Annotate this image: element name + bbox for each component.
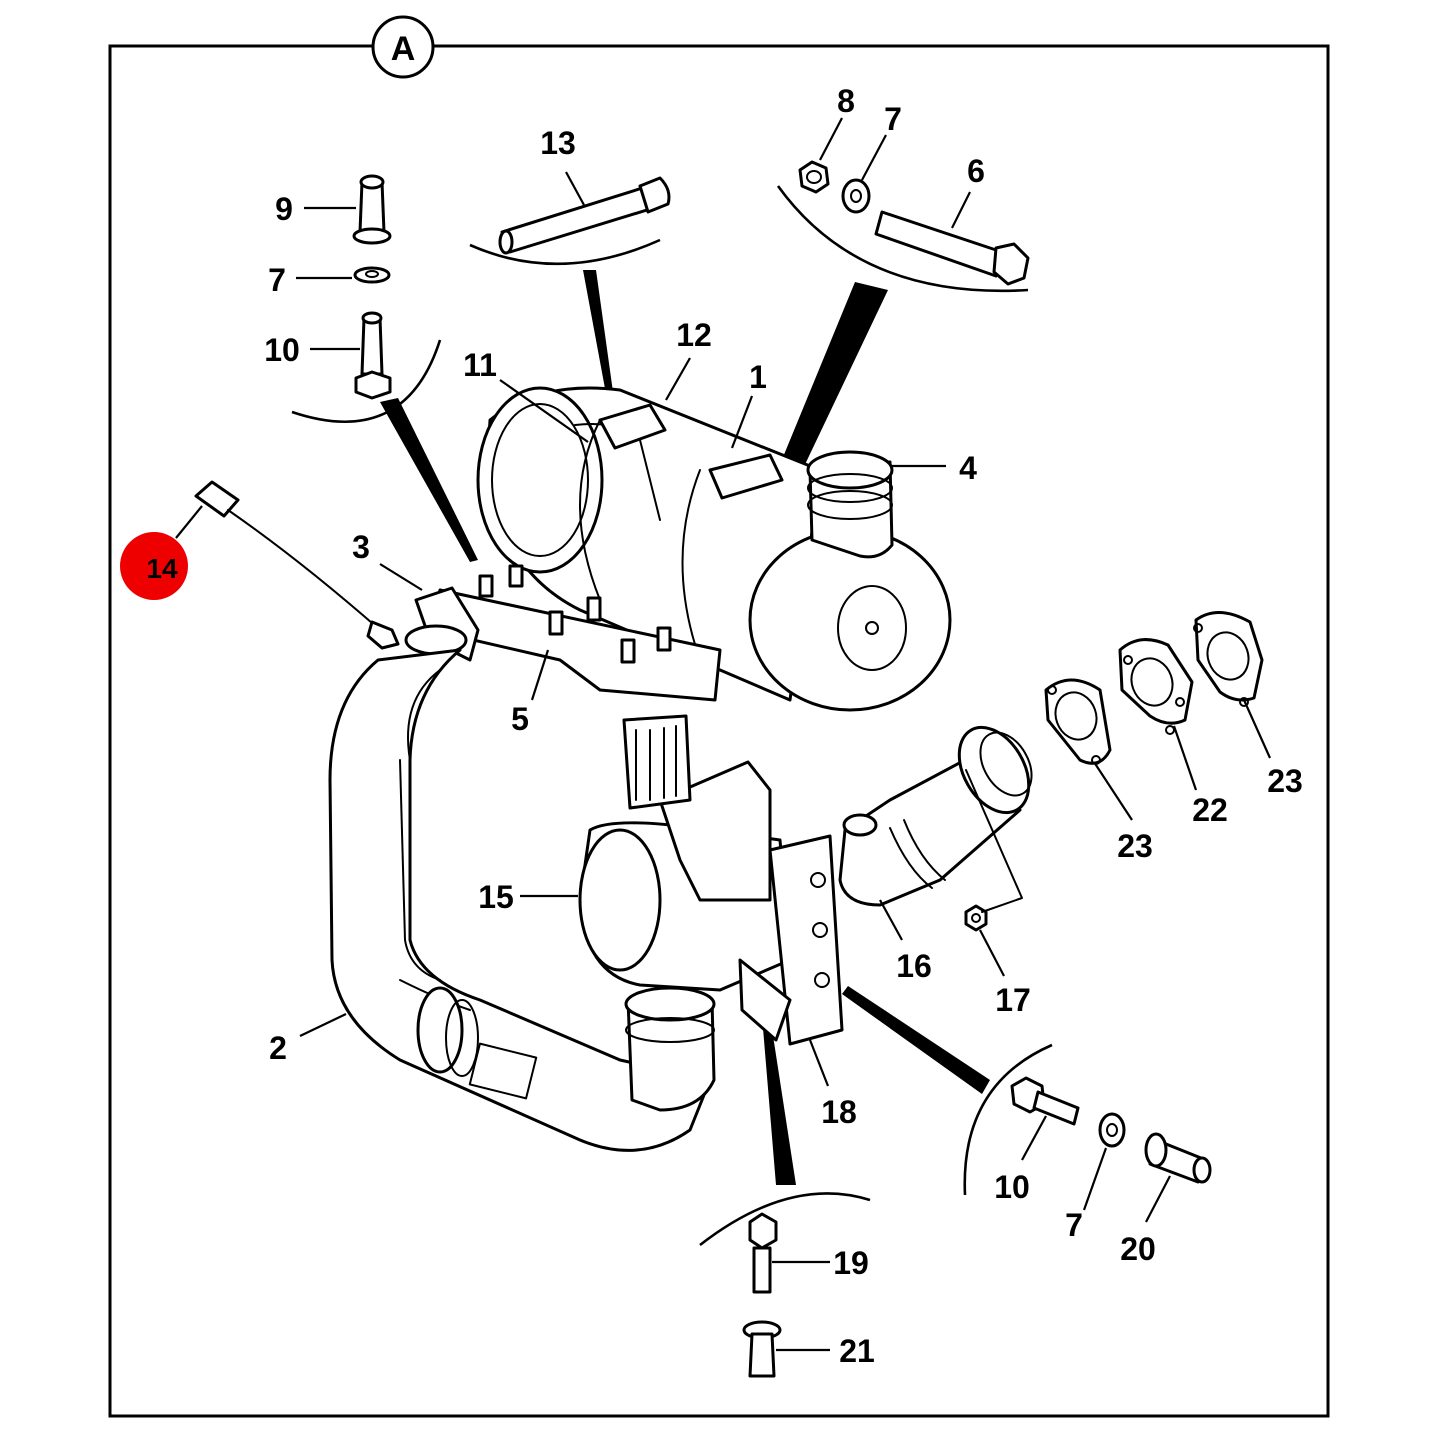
nut-8-icon [798,160,830,194]
spacer-20-icon [1144,1132,1212,1184]
callout-4: 4 [959,450,977,486]
callout-23-lower: 23 [1117,828,1153,864]
callout-labels: 13 8 7 6 9 7 10 12 11 1 4 3 14 5 23 22 2… [146,83,1302,1369]
mixer-housing-15-icon [578,714,792,992]
nut-17-icon [964,904,988,932]
leader-lines [175,117,1272,1352]
lower-elbow-icon [624,986,716,1112]
sensor-harness-14-icon [194,480,400,650]
bolt-6-icon [874,210,1030,286]
gasket-23-lower-icon [1044,678,1112,765]
callout-1: 1 [749,359,767,395]
callout-16: 16 [896,948,932,984]
spacer-21-icon [742,1320,782,1378]
diagram-frame: A [108,15,1330,1418]
callout-7-top: 7 [884,101,902,137]
washer-7-icon [841,178,871,214]
callout-12: 12 [676,317,712,353]
mounting-bracket-icon [428,564,722,702]
callout-21: 21 [839,1333,875,1369]
callout-10-right: 10 [994,1169,1030,1205]
callout-5: 5 [511,701,529,737]
dpf-canister-icon [476,386,952,712]
view-marker-label: A [391,30,416,68]
bolt-10-right-icon [1010,1076,1080,1126]
highlight-marker-14 [120,532,188,600]
callout-22: 22 [1192,792,1228,828]
stud-link-line [965,769,1023,913]
pipe-clamp-icon [416,986,479,1077]
callout-19: 19 [833,1245,869,1281]
callout-17: 17 [995,982,1031,1018]
callout-8: 8 [837,83,855,119]
callout-3: 3 [352,529,370,565]
callout-18: 18 [821,1094,857,1130]
callout-14: 14 [146,553,178,584]
washer-7-right-icon [1098,1112,1126,1148]
gasket-23-upper-icon [1193,611,1264,707]
bolt-10-left-icon [354,311,392,400]
callout-20: 20 [1120,1231,1156,1267]
callout-15: 15 [478,879,514,915]
callout-9: 9 [275,191,293,227]
callout-6: 6 [967,153,985,189]
callout-13: 13 [540,125,576,161]
support-bracket-18-icon [738,834,844,1046]
bolt-13-icon [498,176,671,255]
callout-23-upper: 23 [1267,763,1303,799]
callout-7-left: 7 [268,262,286,298]
outlet-elbow-icon [806,450,894,559]
connecting-pipe-16-icon [838,725,1033,907]
inlet-flange-icon [404,586,480,662]
callout-11: 11 [463,347,497,383]
spacer-9-icon [352,174,392,245]
parts-artwork [194,160,1264,1378]
callout-10-left: 10 [264,332,300,368]
bolt-19-icon [748,1212,778,1294]
gasket-22-icon [1118,638,1194,735]
washer-7-left-icon [353,266,391,284]
callout-7-right: 7 [1065,1207,1083,1243]
callout-2: 2 [269,1030,287,1066]
